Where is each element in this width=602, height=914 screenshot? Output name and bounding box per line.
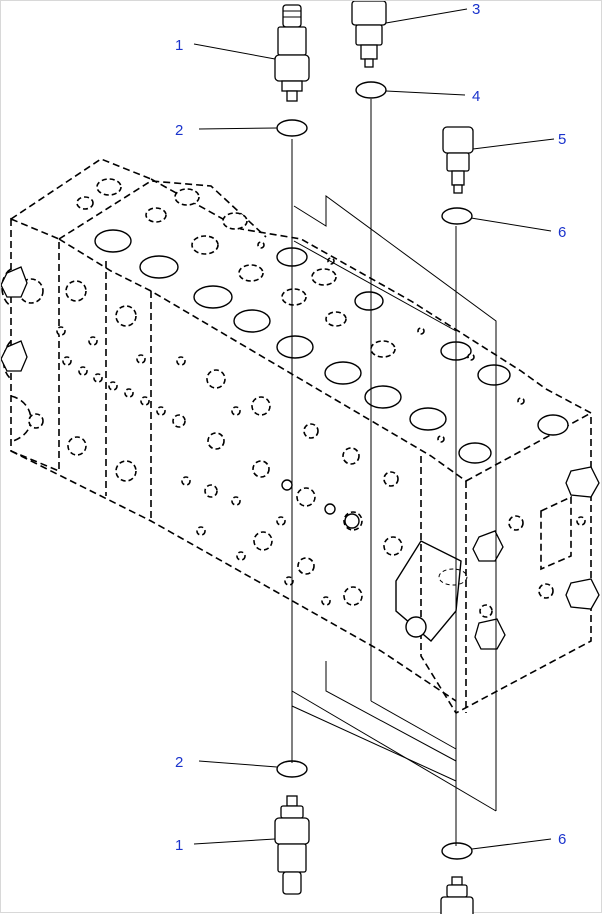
callout-1-top: 1 [175,37,183,54]
valve-part-3 [351,1,387,68]
valve-part-bottom-right [440,876,474,914]
callout-labels: 1 2 3 4 5 6 2 1 6 [175,1,566,854]
callout-6-top: 6 [558,224,566,241]
end-caps [1,266,600,650]
callout-1-bottom: 1 [175,837,183,854]
relief-valve-top [274,4,310,102]
leader-lines [193,8,555,850]
body-ports [18,178,586,618]
callout-2-bottom: 2 [175,754,183,771]
control-valve-body [1,158,592,714]
callout-5: 5 [558,131,566,148]
callout-4: 4 [472,88,480,105]
callout-6-bottom: 6 [558,831,566,848]
callout-2-top: 2 [175,122,183,139]
relief-valve-bottom [274,795,310,895]
plug-part-5 [442,126,474,194]
callout-3: 3 [472,1,480,18]
o-rings [276,81,473,860]
assembly-guide-lines [291,99,497,846]
